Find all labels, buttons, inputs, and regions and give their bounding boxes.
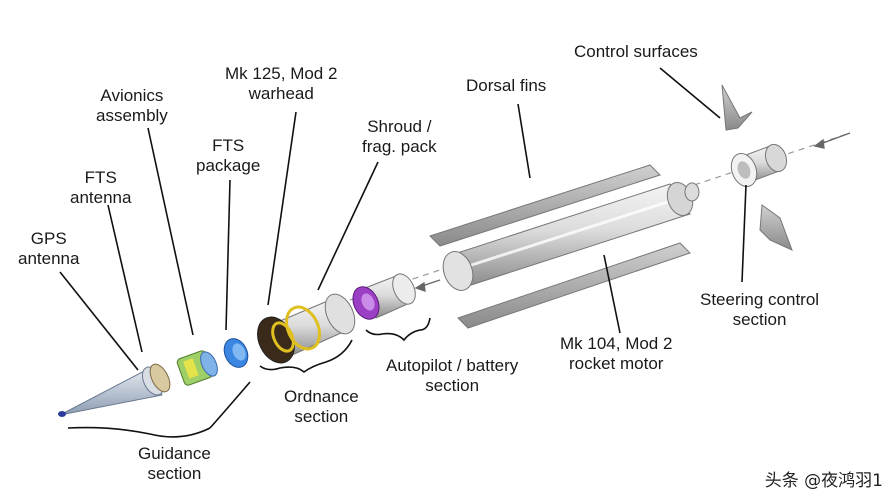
label-guidance-line1: Guidance — [138, 444, 211, 463]
label-steering-line2: section — [732, 310, 787, 329]
label-steering-control-section: Steering control section — [700, 290, 819, 330]
leader-steering — [741, 184, 747, 283]
leader-gps — [59, 271, 139, 371]
leader-avionics — [147, 127, 194, 336]
label-ordnance-line2: section — [294, 407, 349, 426]
steering-control-section — [730, 143, 788, 187]
fts-package — [223, 338, 249, 368]
warhead — [257, 293, 356, 364]
label-mk104-line1: Mk 104, Mod 2 — [560, 334, 673, 353]
leader-mk104 — [603, 254, 621, 334]
label-fts-antenna-line2: antenna — [70, 188, 132, 207]
label-fts-package: FTS package — [196, 136, 260, 176]
leader-fts-antenna — [107, 204, 143, 353]
dorsal-fin-upper — [429, 164, 661, 247]
label-dorsal-fins-text: Dorsal fins — [466, 76, 547, 95]
label-ordnance-section: Ordnance section — [284, 387, 359, 427]
brace-autopilot — [365, 317, 431, 342]
leader-lines — [59, 67, 747, 371]
label-shroud-line2: frag. pack — [362, 137, 437, 156]
brace-ordnance — [259, 339, 353, 374]
brace-guidance — [67, 381, 251, 438]
label-dorsal-fins: Dorsal fins — [466, 76, 546, 96]
label-steering-line1: Steering control — [700, 290, 820, 309]
section-braces — [67, 317, 431, 438]
label-fts-package-line2: package — [196, 156, 261, 175]
label-fts-package-line1: FTS — [212, 136, 245, 155]
label-gps-line2: antenna — [18, 249, 80, 268]
control-surface-lower — [759, 204, 793, 251]
label-shroud-line1: Shroud / — [367, 117, 432, 136]
control-surface-upper — [721, 84, 753, 131]
label-fts-antenna-line1: FTS — [84, 168, 117, 187]
label-guidance-section: Guidance section — [138, 444, 211, 484]
leader-fts-package — [225, 179, 231, 331]
label-mk125-warhead: Mk 125, Mod 2 warhead — [225, 64, 337, 104]
label-ordnance-line1: Ordnance — [284, 387, 359, 406]
label-mk125-line1: Mk 125, Mod 2 — [225, 64, 338, 83]
label-avionics-line1: Avionics — [100, 86, 164, 105]
avionics-assembly — [176, 350, 218, 386]
label-mk104-line2: rocket motor — [568, 354, 664, 373]
label-mk104-rocket-motor: Mk 104, Mod 2 rocket motor — [560, 334, 672, 374]
label-gps-antenna: GPS antenna — [18, 229, 79, 269]
label-fts-antenna: FTS antenna — [70, 168, 131, 208]
label-gps-line1: GPS — [30, 229, 67, 248]
assembly-arrows — [414, 132, 851, 292]
leader-control-surfaces — [659, 67, 721, 119]
leader-mk125 — [267, 111, 297, 306]
leader-shroud — [317, 161, 379, 291]
watermark: 头条 @夜鸿羽1 — [764, 471, 883, 491]
label-guidance-line2: section — [147, 464, 202, 483]
label-avionics-line2: assembly — [96, 106, 168, 125]
leader-dorsal-fins — [517, 103, 531, 179]
label-control-surfaces: Control surfaces — [574, 42, 698, 62]
autopilot-battery-section — [352, 273, 416, 320]
label-shroud-frag-pack: Shroud / frag. pack — [362, 117, 437, 157]
label-autopilot-battery-section: Autopilot / battery section — [386, 356, 518, 396]
rocket-motor — [442, 182, 700, 291]
label-control-surfaces-text: Control surfaces — [574, 42, 698, 61]
label-avionics-assembly: Avionics assembly — [96, 86, 168, 126]
label-autopilot-line2: section — [425, 376, 480, 395]
gps-antenna-ring — [149, 363, 171, 393]
label-autopilot-line1: Autopilot / battery — [386, 356, 519, 375]
label-mk125-line2: warhead — [248, 84, 314, 103]
